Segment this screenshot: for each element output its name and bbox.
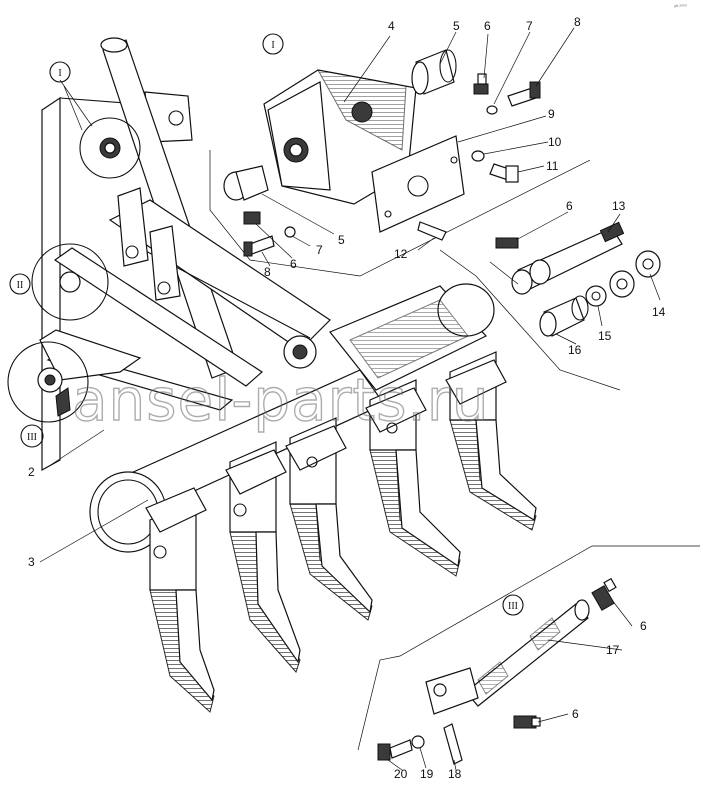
svg-text:III: III	[508, 601, 518, 612]
flange-plate	[425, 667, 479, 715]
link-bar-upper	[53, 247, 263, 387]
grease-nipple-c	[495, 237, 519, 249]
grease-nipple-e	[513, 715, 541, 729]
nut-set	[609, 250, 661, 298]
callout-17: 17	[606, 643, 620, 657]
detail-view-III	[357, 545, 700, 765]
detail-view-II	[439, 221, 661, 391]
frame-plate	[41, 96, 61, 472]
callout-9: 9	[548, 107, 555, 121]
detail-circle-II	[31, 243, 109, 321]
callout-marker-II: II	[9, 273, 31, 295]
bushing	[539, 295, 589, 337]
grease-nipple-d	[591, 577, 617, 611]
bolt-c	[243, 235, 275, 257]
lock-plate	[443, 723, 463, 765]
view-marker-III: III	[502, 594, 524, 616]
leader-lines	[39, 27, 661, 771]
view-marker-I: I	[262, 33, 284, 55]
callout-6d: 6	[640, 619, 647, 633]
ripper-assembly	[37, 37, 537, 713]
callout-8a: 8	[574, 15, 581, 29]
callout-6c: 6	[566, 199, 573, 213]
washer-c	[284, 226, 296, 238]
callout-13: 13	[612, 199, 626, 213]
callout-7b: 7	[316, 243, 323, 257]
part-number-callouts: 2 3 4 5 6 7 8 9 10 11 5 6 7 8 12 6 13 14…	[28, 15, 666, 781]
callout-4: 4	[388, 19, 395, 33]
bolt-d	[377, 739, 413, 761]
bolt-b	[489, 163, 519, 183]
plate	[371, 135, 465, 233]
callout-10: 10	[548, 135, 562, 149]
washer-a	[486, 105, 498, 115]
washer-b	[471, 150, 485, 162]
split-pin	[417, 221, 447, 241]
callout-8b: 8	[264, 265, 271, 279]
callout-6b: 6	[290, 257, 297, 271]
callout-12: 12	[394, 247, 408, 261]
callout-6e: 6	[572, 707, 579, 721]
callout-16: 16	[568, 343, 582, 357]
callout-11: 11	[546, 159, 559, 173]
callout-19: 19	[420, 767, 434, 781]
pin-lower	[223, 165, 269, 201]
thrust-washer	[585, 285, 607, 307]
corner-mark: ᵍᴺ ²⁰⁰⁰	[674, 4, 687, 10]
detail-circle-III	[7, 341, 89, 423]
svg-text:I: I	[271, 40, 274, 51]
bolt-a	[507, 81, 541, 107]
callout-3: 3	[28, 555, 35, 569]
pin-upper	[411, 49, 457, 95]
callout-6a: 6	[484, 19, 491, 33]
callout-5b: 5	[338, 233, 345, 247]
callout-14: 14	[652, 305, 666, 319]
callout-18: 18	[448, 767, 462, 781]
callout-marker-I: I	[49, 61, 71, 83]
detail-circle-I	[63, 85, 141, 179]
lock-washer	[411, 735, 425, 749]
callout-7a: 7	[526, 19, 533, 33]
svg-text:III: III	[27, 432, 37, 443]
callout-15: 15	[598, 329, 612, 343]
grease-nipple-a	[473, 73, 489, 95]
watermark: ansel-parts.ru	[72, 366, 489, 434]
grease-nipple-b	[243, 211, 261, 225]
callout-2: 2	[28, 465, 35, 479]
detail-view-I	[209, 49, 591, 277]
svg-text:II: II	[17, 280, 24, 291]
svg-text:I: I	[58, 68, 61, 79]
callout-marker-III: III	[20, 424, 44, 448]
callout-20: 20	[394, 767, 408, 781]
callout-5a: 5	[453, 19, 460, 33]
